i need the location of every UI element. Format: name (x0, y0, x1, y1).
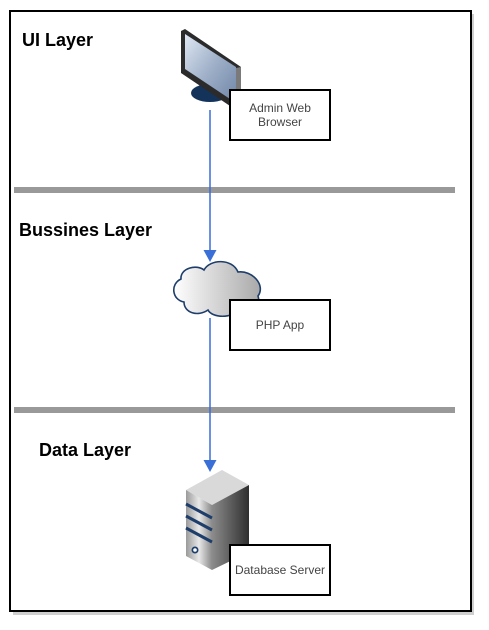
layer-divider-business-data (14, 407, 455, 413)
node-php-app: PHP App (229, 299, 331, 351)
layer-title-business: Bussines Layer (19, 220, 153, 240)
connector-php-to-database (203, 318, 217, 472)
layer-divider-ui-business (14, 187, 455, 193)
connector-browser-to-php (203, 110, 217, 262)
node-admin-web-browser-line1: Admin Web (249, 101, 311, 115)
node-admin-web-browser-line2: Browser (257, 115, 302, 129)
node-php-app-label: PHP App (255, 318, 305, 332)
node-database-server: Database Server (229, 544, 331, 596)
layer-title-ui: UI Layer (22, 30, 94, 50)
layer-title-data: Data Layer (39, 440, 132, 460)
node-database-server-label: Database Server (234, 563, 326, 577)
node-admin-web-browser: Admin Web Browser (229, 89, 331, 141)
